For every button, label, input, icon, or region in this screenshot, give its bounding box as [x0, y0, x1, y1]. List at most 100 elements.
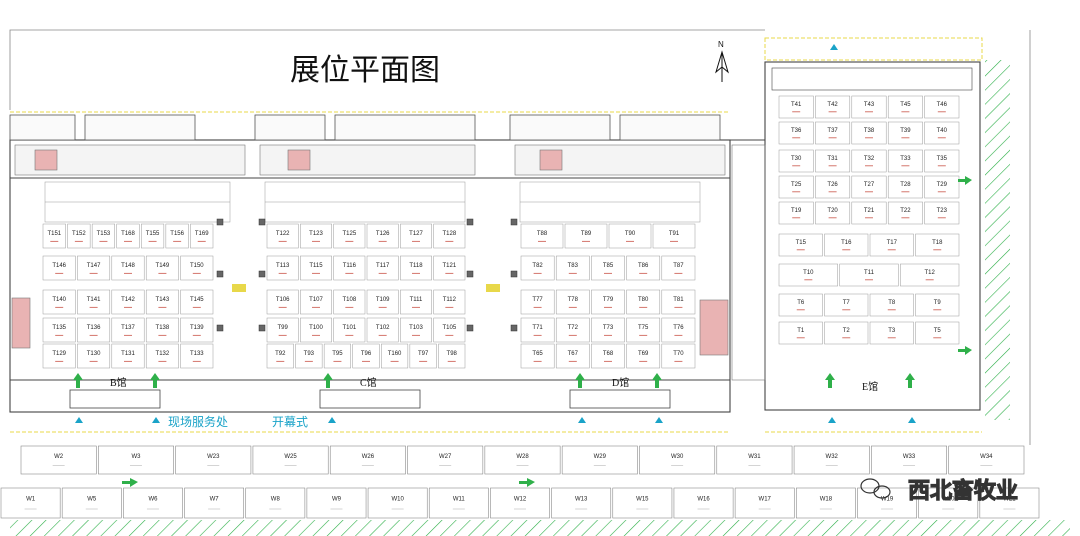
outdoor-booth: W33: [871, 445, 947, 475]
booth: T125: [333, 223, 366, 249]
hall-label-c: C馆: [360, 376, 377, 389]
booth: T77: [520, 289, 555, 315]
booth: T89: [564, 223, 608, 249]
booth-label: T125: [342, 231, 356, 237]
booth: T168: [116, 223, 140, 249]
booth: T20: [815, 201, 851, 225]
booth: T81: [661, 289, 696, 315]
booth-label: T16: [841, 240, 852, 246]
booth-label: T22: [900, 208, 911, 214]
booth: T28: [887, 175, 923, 199]
booth-label: T151: [47, 231, 61, 237]
outdoor-booth-label: W16: [697, 497, 710, 503]
booth-label: T42: [827, 102, 838, 108]
booth-label: T69: [638, 351, 649, 357]
booth: T98: [438, 343, 466, 369]
right-arrow-icon: [958, 346, 972, 355]
booth: T9: [915, 293, 960, 317]
booth-label: T156: [170, 231, 184, 237]
outdoor-booth-label: W26: [362, 454, 375, 460]
booth-label: T29: [937, 182, 948, 188]
booth-label: T70: [673, 351, 684, 357]
booth-label: T68: [603, 351, 614, 357]
right-arrow-icon: [519, 478, 535, 487]
booth: T101: [333, 317, 366, 343]
right-arrow-icon: [122, 478, 138, 487]
booth: T22: [887, 201, 923, 225]
service-desk-label: 现场服务处: [168, 414, 228, 429]
booth-label: T25: [791, 182, 802, 188]
outdoor-booth: W25: [252, 445, 329, 475]
booth-label: T19: [791, 208, 802, 214]
outdoor-booth-label: W27: [439, 454, 452, 460]
booth: T90: [608, 223, 652, 249]
booth: T88: [520, 223, 564, 249]
outdoor-booth: W20: [918, 487, 979, 519]
booth-label: T31: [827, 156, 838, 162]
site-boundary: [9, 29, 1031, 445]
booth-label: T89: [581, 231, 592, 237]
booth-label: T37: [827, 128, 838, 134]
outdoor-booth-label: W25: [284, 454, 297, 460]
booth-label: T21: [864, 208, 875, 214]
booth-label: T97: [418, 351, 429, 357]
booth: T148: [111, 255, 145, 281]
outdoor-booth-label: W20: [942, 497, 955, 503]
booth: T140: [42, 289, 76, 315]
service-rows: [11, 144, 726, 349]
booth-label: T82: [532, 263, 543, 269]
booth-label: T148: [121, 263, 135, 269]
booth-label: T77: [532, 297, 543, 303]
booth-label: T8: [888, 300, 896, 306]
booth: T100: [300, 317, 332, 343]
booth-label: T38: [864, 128, 875, 134]
outdoor-booth: W23: [175, 445, 252, 475]
booth-label: T139: [190, 325, 204, 331]
entrance-markers: [75, 44, 916, 423]
booth: T126: [366, 223, 399, 249]
booth: T10: [778, 263, 838, 287]
booth: T42: [815, 95, 851, 119]
booth-label: T96: [361, 351, 372, 357]
booth-label: T32: [864, 156, 875, 162]
booth: T11: [839, 263, 899, 287]
booth-label: T46: [937, 102, 948, 108]
booth: T33: [887, 149, 923, 173]
outdoor-booth: W29: [561, 445, 638, 475]
booth-label: T18: [932, 240, 943, 246]
booth-label: T2: [843, 328, 851, 334]
booth-label: T95: [332, 351, 343, 357]
booth-label: T109: [376, 297, 390, 303]
booth-label: T107: [309, 297, 323, 303]
outdoor-booth-label: W11: [453, 497, 466, 503]
booth: T146: [42, 255, 76, 281]
booth-label: T73: [603, 325, 614, 331]
booth-label: T83: [568, 263, 579, 269]
booth-label: T132: [156, 351, 170, 357]
booth-label: T142: [121, 297, 135, 303]
booth: T131: [111, 343, 145, 369]
booth-label: T91: [669, 231, 680, 237]
booth: T130: [77, 343, 111, 369]
outdoor-booth: W6: [123, 487, 183, 519]
outdoor-booth: W9: [306, 487, 367, 519]
booth: T23: [924, 201, 960, 225]
outdoor-booth-label: W31: [748, 454, 761, 460]
booth-label: T5: [934, 328, 942, 334]
booth: T16: [824, 233, 869, 257]
booth-label: T75: [638, 325, 649, 331]
outdoor-booth-label: W2: [54, 454, 64, 460]
north-label: N: [718, 40, 724, 49]
booth: T143: [145, 289, 179, 315]
page-title: 展位平面图: [290, 53, 440, 88]
booth: T142: [111, 289, 145, 315]
booth: T123: [300, 223, 332, 249]
booth: T31: [815, 149, 851, 173]
outdoor-booth: W8: [245, 487, 306, 519]
booth: T160: [381, 343, 409, 369]
booth: T96: [352, 343, 380, 369]
outdoor-booth-label: W10: [391, 497, 404, 503]
booth: T91: [652, 223, 696, 249]
booth-label: T33: [900, 156, 911, 162]
booth: T83: [555, 255, 590, 281]
